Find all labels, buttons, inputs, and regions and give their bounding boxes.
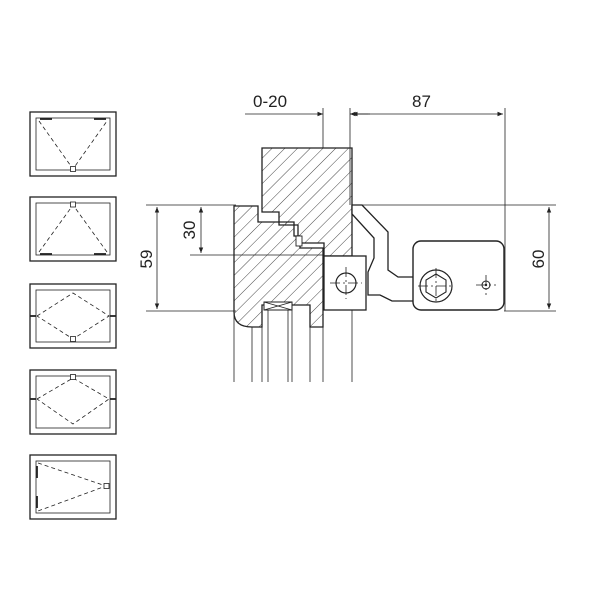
- dim-gap-label: 0-20: [253, 92, 287, 111]
- dim-sash-offset-label: 30: [180, 221, 199, 240]
- dim-frame-height-label: 59: [137, 250, 156, 269]
- hinge-arm: [351, 204, 417, 302]
- legend-icon-side-hinged-high: [29, 369, 117, 435]
- dim-overhang-label: 87: [412, 92, 431, 111]
- legend-icon-left-hinged: [29, 454, 117, 520]
- wall-lines: [233, 310, 353, 382]
- dim-bracket-height-label: 60: [529, 250, 548, 269]
- legend-icon-side-hinged-low: [29, 283, 117, 349]
- screw-hole: [476, 275, 496, 295]
- legend-icon-bottom-hinged: [29, 196, 117, 262]
- legend-icon-top-hinged: [29, 111, 117, 177]
- hex-bolt: [418, 268, 454, 304]
- section-drawing: 0-20 87 59 30 60: [137, 92, 556, 382]
